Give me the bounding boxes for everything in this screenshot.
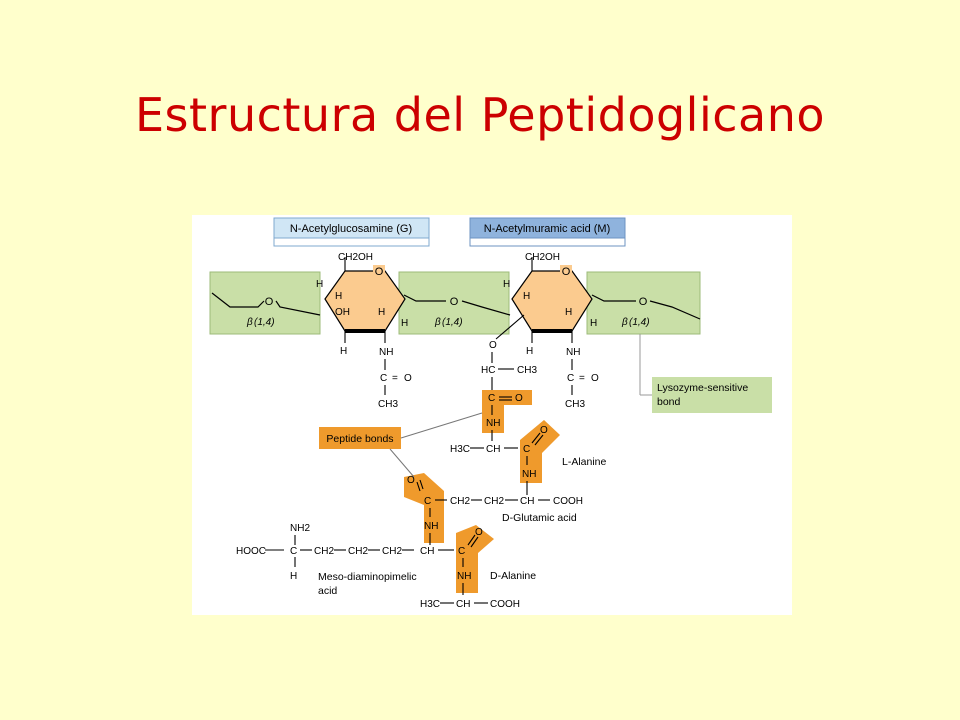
nam-ring-o: O (562, 266, 571, 278)
glycosidic-band-right (586, 271, 701, 335)
lactyl-ch3: CH3 (517, 365, 537, 376)
link-o-2: O (450, 296, 459, 308)
nam-h-bottom: H (526, 346, 533, 357)
peptide-bond-highlight-3 (404, 473, 444, 543)
lysozyme-callout: Lysozyme-sensitive bond (639, 334, 772, 413)
lysozyme-label-line2: bond (657, 396, 681, 408)
d-glu-ch: CH (520, 496, 534, 507)
d-ala-ch: CH (456, 599, 470, 610)
d-glu-ch2-b: CH2 (484, 496, 504, 507)
dap-hooc: HOOC (236, 546, 266, 557)
nag-c: C (380, 373, 387, 384)
amide1-nh: NH (486, 418, 500, 429)
d-glu-o: O (407, 475, 415, 486)
l-ala-o: O (540, 425, 548, 436)
nag-h-bottom: H (340, 346, 347, 357)
dap-c: C (290, 546, 297, 557)
meso-dap-label-line1: Meso-diaminopimelic (318, 571, 417, 583)
l-ala-nh: NH (522, 469, 536, 480)
lactyl-group: O HC CH3 (481, 340, 537, 390)
d-glu-c: C (424, 496, 431, 507)
d-ala-c: C (458, 546, 465, 557)
d-glutamic-label: D-Glutamic acid (502, 512, 577, 524)
d-glu-ch2-a: CH2 (450, 496, 470, 507)
nag-header: N-Acetylglucosamine (G) (273, 217, 430, 247)
amide1-o: O (515, 393, 523, 404)
dap-ch: CH (420, 546, 434, 557)
nam-h-left: H (503, 279, 510, 290)
nag-ch2oh: CH2OH (338, 252, 373, 263)
nam-h-anomeric: H (590, 318, 597, 329)
nag-eq: = (392, 373, 398, 384)
dap-ch2-b: CH2 (348, 546, 368, 557)
glycosidic-band-left (209, 271, 321, 335)
beta-symbol-1: β (246, 317, 253, 328)
nag-h-left: H (316, 279, 323, 290)
nag-oh: OH (335, 307, 350, 318)
beta-bond-label-3: (1,4) (629, 317, 650, 328)
dap-h: H (290, 571, 297, 582)
nam-h-right: H (565, 307, 572, 318)
peptidoglycan-diagram: N-Acetylglucosamine (G) N-Acetylmuramic … (192, 215, 792, 615)
link-o-3: O (639, 296, 648, 308)
nag-h-anomeric: H (401, 318, 408, 329)
peptide-bond-highlight-1 (482, 390, 532, 433)
lactyl-hc: HC (481, 365, 495, 376)
beta-bond-label-1: (1,4) (254, 317, 275, 328)
nam-h-inner: H (523, 291, 530, 302)
slide-title: Estructura del Peptidoglicano (134, 88, 826, 142)
peptide-bond-highlight-4 (456, 525, 494, 593)
nam-carbonyl-o: O (591, 373, 599, 384)
peptide-bond-highlights (404, 390, 560, 593)
nag-ch3: CH3 (378, 399, 398, 410)
nag-ring: O CH2OH H H OH H H H NH C = O CH3 (316, 252, 412, 410)
d-ala-cooh: COOH (490, 599, 520, 610)
lysozyme-label-line1: Lysozyme-sensitive (657, 382, 748, 394)
peptide-bonds-callout: Peptide bonds (319, 412, 483, 478)
nam-header-label: N-Acetylmuramic acid (M) (484, 223, 611, 235)
l-ala-h3c: H3C (450, 444, 470, 455)
nag-header-label: N-Acetylglucosamine (G) (290, 223, 412, 235)
link-o-1: O (265, 296, 274, 308)
l-ala-ch: CH (486, 444, 500, 455)
nag-ring-o: O (375, 266, 384, 278)
l-ala-c: C (523, 444, 530, 455)
dap-ch2-c: CH2 (382, 546, 402, 557)
nag-carbonyl-o: O (404, 373, 412, 384)
beta-bond-label-2: (1,4) (442, 317, 463, 328)
nam-header: N-Acetylmuramic acid (M) (469, 217, 626, 247)
beta-symbol-3: β (621, 317, 628, 328)
nam-ch3: CH3 (565, 399, 585, 410)
nam-nh: NH (566, 347, 580, 358)
dap-ch2-a: CH2 (314, 546, 334, 557)
d-glu-nh: NH (424, 521, 438, 532)
amide1-c: C (488, 393, 495, 404)
peptide-bonds-label: Peptide bonds (326, 433, 393, 445)
lactyl-o: O (489, 340, 497, 351)
nam-ring: O CH2OH H H H H H NH C = O CH3 (495, 252, 599, 410)
nag-nh: NH (379, 347, 393, 358)
nag-h-inner: H (335, 291, 342, 302)
nag-h-right: H (378, 307, 385, 318)
l-alanine-label: L-Alanine (562, 456, 607, 468)
d-glu-cooh: COOH (553, 496, 583, 507)
beta-symbol-2: β (434, 317, 441, 328)
dap-nh2: NH2 (290, 523, 310, 534)
d-ala-nh: NH (457, 571, 471, 582)
peptide-bond-highlight-2 (520, 420, 560, 483)
meso-dap-label-line2: acid (318, 585, 337, 597)
nam-ch2oh: CH2OH (525, 252, 560, 263)
nam-eq: = (579, 373, 585, 384)
nam-c: C (567, 373, 574, 384)
d-ala-h3c: H3C (420, 599, 440, 610)
d-alanine-label: D-Alanine (490, 570, 536, 582)
d-ala-o: O (475, 527, 483, 538)
